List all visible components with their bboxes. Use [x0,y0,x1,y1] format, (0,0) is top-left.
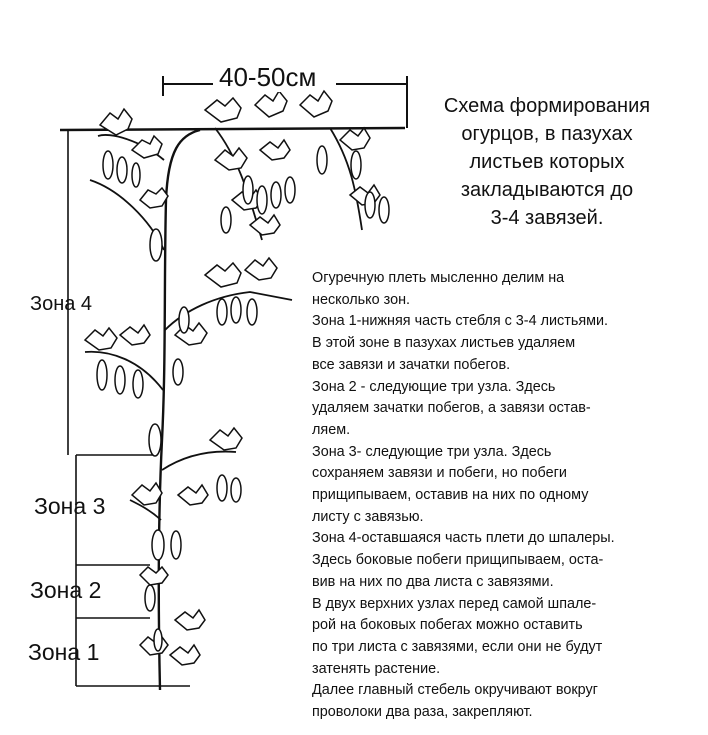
diagram-title: Схема формирования огурцов, в пазухах ли… [412,92,682,232]
description-line: все завязи и зачатки побегов. [312,356,511,373]
description-line: В двух верхних узлах перед самой шпале- [312,595,597,612]
width-dimension [162,76,408,128]
title-line: листьев которых [469,151,625,173]
title-line: закладываются до [460,179,634,201]
description-line: Далее главный стебель окручивают вокруг [312,682,598,699]
zone-2-label: Зона 2 [30,577,102,603]
title-line: Схема формирования [443,95,651,117]
description-line: несколько зон. [312,291,411,308]
fruits [96,145,390,652]
description-line: сохраняем завязи и побеги, но побеги [312,465,567,482]
description-line: рой на боковых побегах можно оставить [312,617,583,634]
description-line: листу с завязью. [312,508,424,525]
description-line: Зона 3- следующие три узла. Здесь [312,443,552,460]
description-line: вив на них по два листа с завязями. [312,573,554,590]
description-line: В этой зоне в пазухах листьев удаляем [312,335,576,352]
description-line: по три листа с завязями, если они не буд… [312,638,603,655]
description-line: ляем. [312,421,351,438]
zone-3-label: Зона 3 [34,493,106,519]
description-line: удаляем зачатки побегов, а завязи остав- [312,400,591,417]
title-line: 3-4 завязей. [490,207,604,229]
description-line: проволоки два раза, закрепляют. [312,704,533,721]
description-line: Здесь боковые побеги прищипываем, оста- [312,552,604,569]
leaves [83,89,381,666]
description-text: Огуречную плеть мысленно делим на нескол… [312,268,704,724]
main-stem [157,128,201,691]
description-line: затенять растение. [312,660,441,677]
title-line: огурцов, в пазухах [461,123,633,145]
zone-guides [67,130,190,687]
description-line: прищипываем, оставив на них по одному [312,487,589,504]
description-line: Зона 2 - следующие три узла. Здесь [312,378,556,395]
width-dimension-label: 40-50см [216,62,320,92]
description-line: Огуречную плеть мысленно делим на [312,270,565,286]
description-line: Зона 1-нижняя часть стебля с 3-4 листьям… [312,313,609,330]
description-line: Зона 4-оставшаяся часть плети до шпалеры… [312,530,615,547]
zone-4-label: Зона 4 [30,293,93,315]
zone-1-label: Зона 1 [28,639,100,665]
